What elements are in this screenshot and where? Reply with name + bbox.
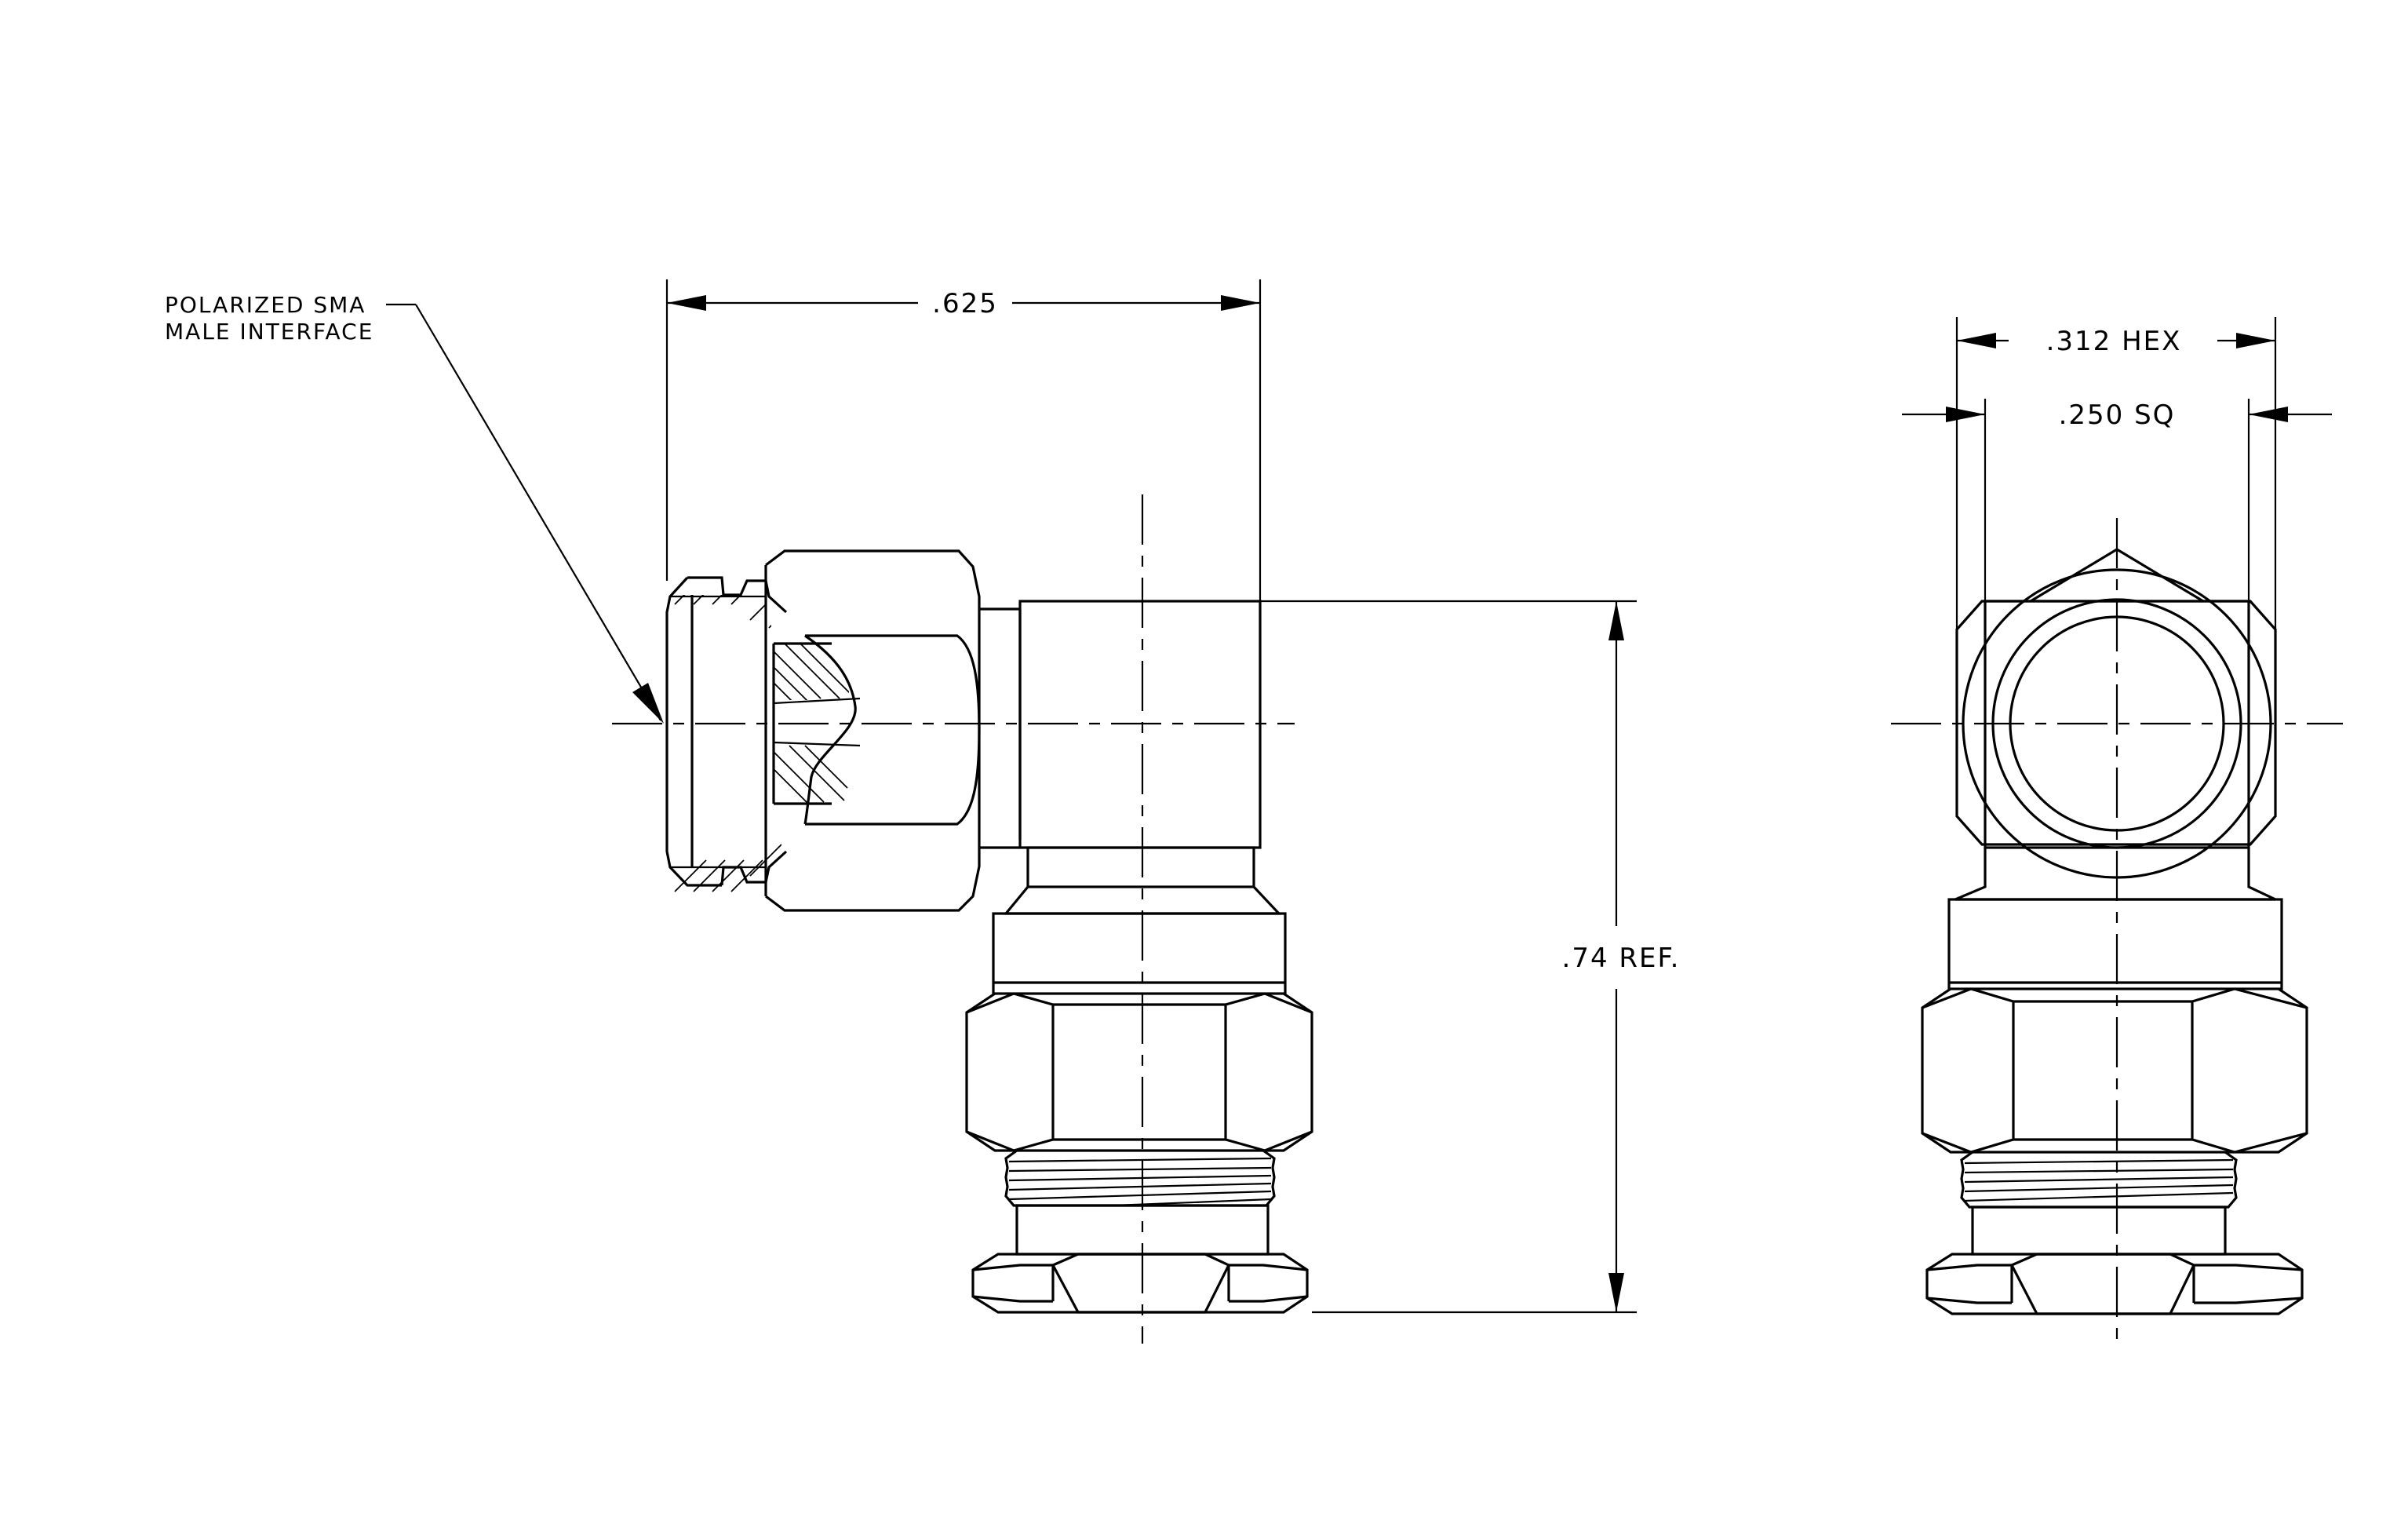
- dimension-hex: .312 HEX: [1955, 317, 2277, 629]
- coupling-nut-section: [665, 549, 981, 912]
- end-view: [1891, 518, 2343, 1344]
- dimension-square-label: .250 SQ: [2059, 399, 2176, 431]
- dimension-square: .250 SQ: [1902, 399, 2332, 601]
- callout-text-line2: MALE INTERFACE: [165, 319, 373, 345]
- dimension-height-label: .74 REF.: [1562, 943, 1681, 974]
- vertical-stack: [965, 846, 1313, 1314]
- dimension-height: .74 REF.: [1260, 600, 1681, 1314]
- callout-text-line1: POLARIZED SMA: [165, 292, 366, 318]
- side-view: [612, 494, 1313, 1344]
- dimension-hex-label: .312 HEX: [2046, 326, 2182, 357]
- interface-callout: POLARIZED SMA MALE INTERFACE: [165, 292, 664, 724]
- dimension-length-label: .625: [932, 288, 998, 319]
- end-view-stack: [1921, 848, 2308, 1315]
- dimension-length: .625: [665, 279, 1262, 601]
